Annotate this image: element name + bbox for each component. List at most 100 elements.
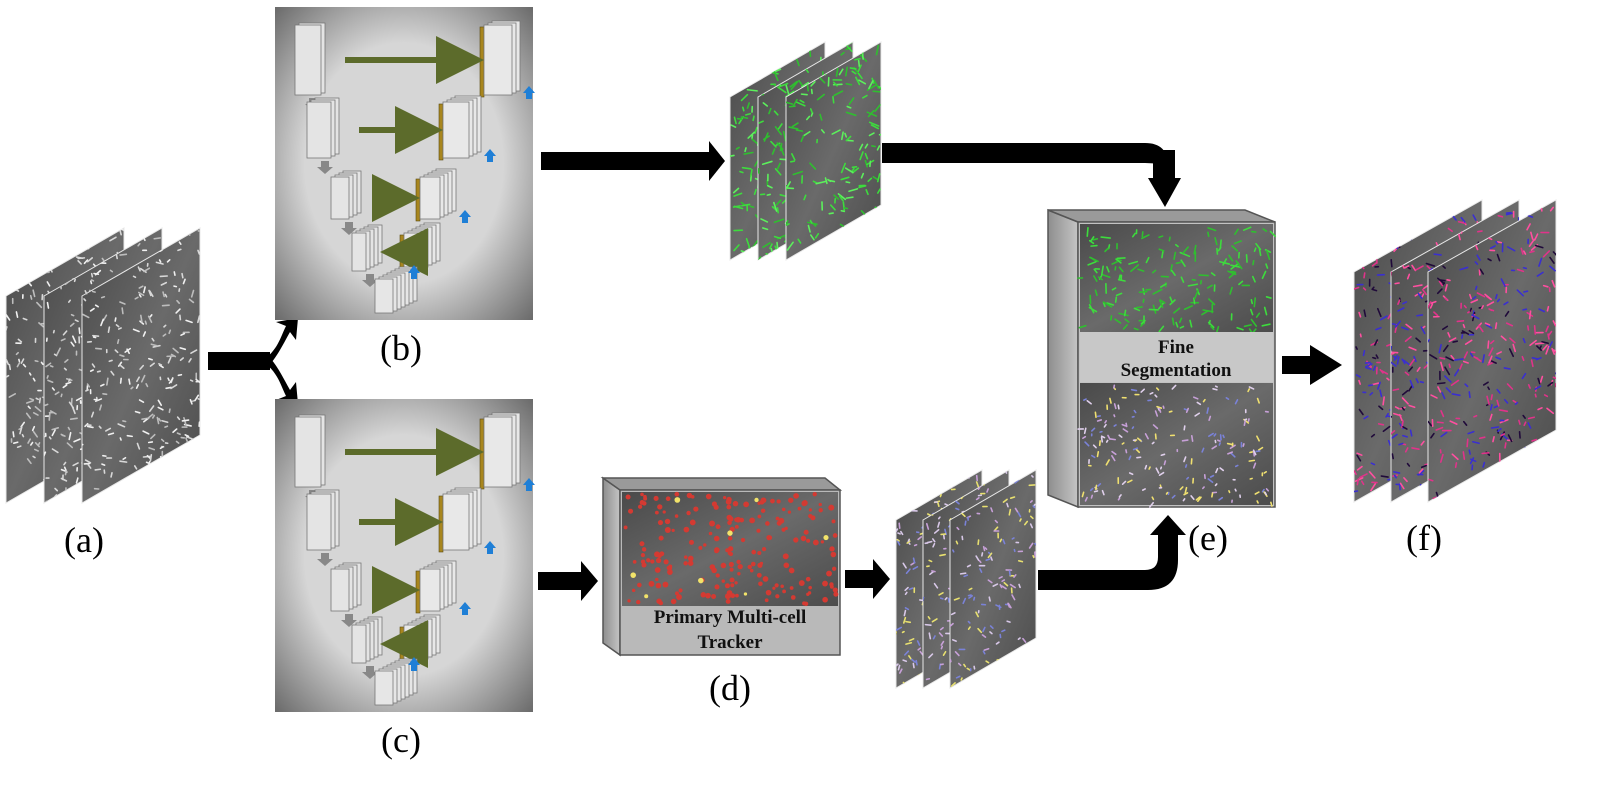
cell-mark (45, 362, 52, 368)
cell-mark (730, 154, 735, 158)
cell-mark (1173, 251, 1177, 260)
cell-mark (955, 540, 959, 545)
cell-mark (1227, 451, 1234, 455)
cell-mark (1356, 478, 1360, 486)
cell-mark (950, 682, 956, 687)
cell-mark (1407, 202, 1413, 207)
cell-mark (1101, 273, 1111, 279)
cell-mark (1091, 427, 1096, 432)
cell-mark (786, 101, 794, 105)
cell-mark (979, 568, 983, 573)
cell-mark (1114, 266, 1117, 271)
cell-mark (45, 261, 50, 268)
cell-mark (157, 399, 163, 406)
cell-mark (136, 376, 140, 383)
cell-mark (776, 207, 779, 214)
cell-mark (1462, 451, 1466, 461)
cell-mark (1097, 276, 1103, 281)
cell-mark (1215, 467, 1219, 474)
cell-mark (52, 329, 55, 334)
cell-mark (1409, 223, 1413, 232)
cell-mark (139, 364, 145, 370)
cell-mark (987, 552, 993, 559)
cell-mark (1524, 446, 1528, 451)
up-arrow-icon (408, 657, 420, 671)
cell-mark (1089, 487, 1094, 492)
detection-dot (823, 535, 829, 541)
cell-mark (902, 616, 907, 624)
unet-panel-b (275, 7, 535, 320)
cell-mark (851, 70, 857, 75)
cell-mark (1500, 433, 1506, 437)
cell-mark (774, 168, 782, 176)
detection-dot (663, 559, 669, 565)
detection-dot (805, 576, 811, 582)
cell-mark (1448, 363, 1451, 369)
cell-mark (1194, 412, 1201, 417)
cell-mark (1438, 211, 1442, 220)
cell-mark (98, 425, 102, 429)
cell-mark (1375, 354, 1379, 359)
cell-mark (1533, 324, 1537, 335)
cell-mark (1381, 370, 1389, 375)
cell-mark (1473, 496, 1480, 502)
detection-dot (711, 567, 717, 574)
cell-mark (153, 237, 161, 240)
cell-mark (82, 313, 90, 319)
cell-mark (158, 417, 162, 422)
cell-mark (1536, 345, 1542, 351)
cell-mark (768, 107, 772, 115)
cell-mark (1501, 201, 1507, 208)
detection-dot (724, 583, 730, 589)
detection-dot (655, 582, 662, 589)
cell-mark (46, 281, 51, 287)
cell-mark (1014, 479, 1019, 484)
cell-mark (119, 482, 123, 490)
cell-mark (1195, 496, 1201, 501)
detection-dot (654, 510, 659, 515)
cell-mark (151, 337, 155, 342)
cell-mark (874, 206, 881, 211)
cell-mark (1514, 401, 1519, 406)
cell-mark (1527, 422, 1532, 429)
cell-mark (82, 443, 84, 448)
cell-mark (1014, 507, 1019, 513)
cell-mark (1431, 222, 1436, 226)
detection-dot (818, 502, 822, 507)
cell-mark (1171, 317, 1175, 326)
arrow-segmentation-to-fine (882, 143, 1181, 207)
tracker-label-line1: Primary Multi-cell (654, 607, 806, 628)
cell-mark (1261, 270, 1267, 280)
cell-mark (64, 470, 68, 476)
cell-mark (1243, 420, 1246, 427)
cell-mark (900, 474, 905, 481)
cell-mark (760, 218, 769, 223)
cell-mark (1407, 226, 1411, 231)
cell-mark (1506, 383, 1514, 390)
cell-mark (1441, 392, 1446, 400)
cell-mark (905, 620, 912, 624)
cell-mark (118, 364, 125, 370)
cell-mark (1132, 447, 1139, 451)
cell-mark (1402, 426, 1408, 430)
cell-mark (1363, 272, 1366, 279)
cell-mark (1477, 481, 1483, 487)
cell-mark (1552, 251, 1556, 257)
cell-mark (908, 497, 912, 503)
cell-mark (1233, 240, 1242, 245)
cell-mark (1399, 482, 1405, 490)
cell-mark (1458, 494, 1465, 499)
output-segmentation-stack (1353, 199, 1557, 503)
cell-mark (940, 640, 945, 646)
detection-dot (727, 551, 732, 555)
cell-mark (968, 587, 973, 591)
cell-mark (1497, 427, 1502, 432)
cell-mark (1013, 667, 1018, 672)
cell-mark (124, 347, 131, 353)
cell-mark (1097, 482, 1102, 487)
detection-dot (793, 493, 799, 499)
cell-mark (1549, 256, 1555, 264)
cell-mark (1401, 397, 1409, 405)
cell-mark (841, 236, 848, 243)
cell-mark (851, 167, 860, 174)
